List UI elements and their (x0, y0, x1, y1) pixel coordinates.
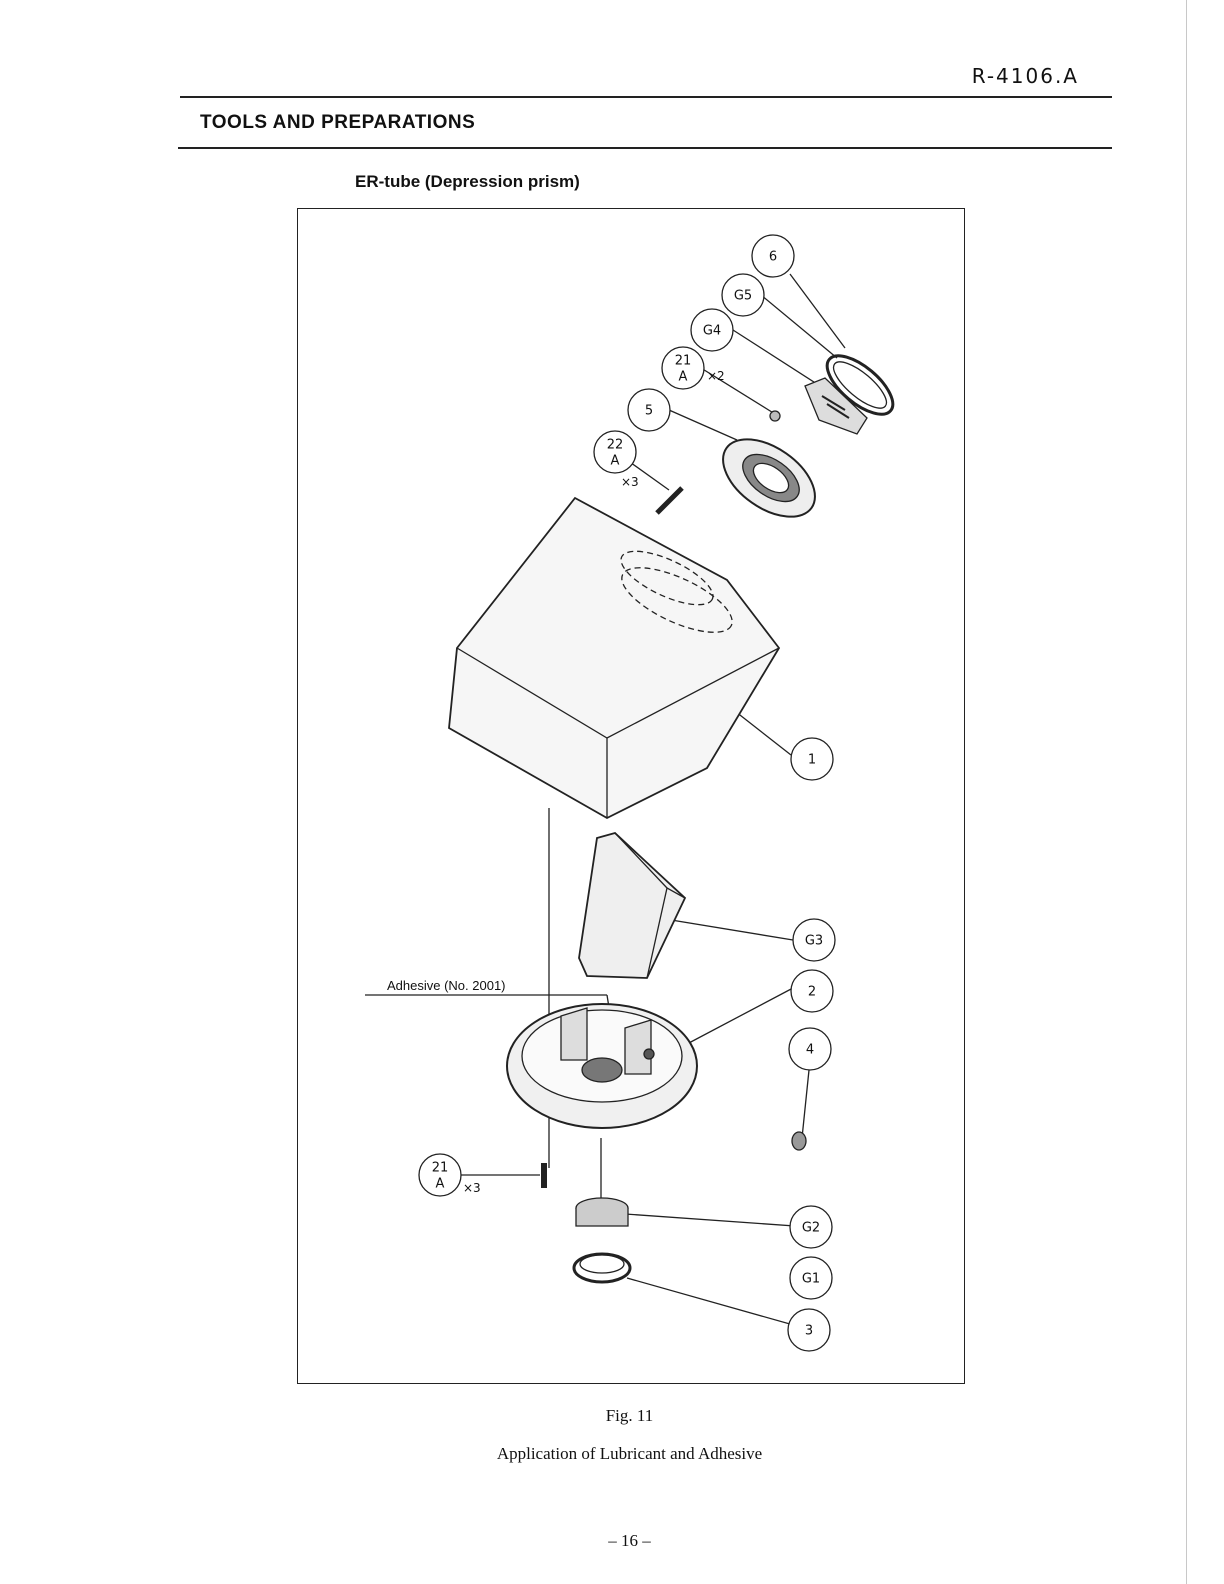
callout-g5: G5 (722, 274, 764, 316)
callout-2: 2 (791, 970, 833, 1012)
svg-text:4: 4 (806, 1043, 814, 1058)
callout-g4: G4 (691, 309, 733, 351)
svg-text:2: 2 (808, 985, 816, 1000)
svg-text:22: 22 (607, 438, 624, 453)
callout-6: 6 (752, 235, 794, 277)
svg-text:5: 5 (645, 404, 653, 419)
svg-text:G2: G2 (802, 1221, 820, 1236)
flange-5 (709, 424, 829, 533)
callout-21a-top: 21 A ×2 (662, 347, 725, 389)
section-title: TOOLS AND PREPARATIONS (200, 112, 475, 134)
callout-22a: 22 A ×3 (594, 431, 639, 489)
svg-text:G1: G1 (802, 1272, 820, 1287)
figure-number: Fig. 11 (0, 1406, 1224, 1426)
exploded-view-diagram: 6 G5 G4 21 A ×2 5 22 A ×3 1 (297, 208, 965, 1384)
figure-subtitle: ER-tube (Depression prism) (355, 172, 580, 192)
svg-text:6: 6 (769, 250, 777, 265)
pad-g2 (576, 1198, 628, 1226)
callout-5: 5 (628, 389, 670, 431)
svg-text:×3: ×3 (621, 475, 639, 489)
svg-text:×3: ×3 (463, 1181, 481, 1195)
svg-text:×2: ×2 (707, 369, 725, 383)
header-rule-bottom (178, 147, 1112, 149)
svg-text:A: A (436, 1177, 445, 1192)
callout-g3: G3 (793, 919, 835, 961)
svg-text:A: A (679, 370, 688, 385)
svg-text:1: 1 (808, 753, 816, 768)
page-number: – 16 – (0, 1531, 1224, 1551)
svg-text:G4: G4 (703, 324, 721, 339)
page-edge-line (1186, 0, 1187, 1584)
callout-g2: G2 (790, 1206, 832, 1248)
callout-4: 4 (789, 1028, 831, 1070)
figure-caption: Application of Lubricant and Adhesive (0, 1444, 1224, 1464)
base-ring-2 (507, 1004, 697, 1128)
svg-text:G3: G3 (805, 934, 823, 949)
callout-g1: G1 (790, 1257, 832, 1299)
adhesive-label: Adhesive (No. 2001) (387, 978, 506, 993)
prism-g3 (579, 833, 685, 978)
svg-text:21: 21 (432, 1161, 449, 1176)
screw-4 (792, 1132, 806, 1150)
document-code: R-4106.A (972, 64, 1079, 88)
callout-1: 1 (791, 738, 833, 780)
svg-text:3: 3 (805, 1324, 813, 1339)
screw-21a-top (770, 411, 780, 421)
svg-text:G5: G5 (734, 289, 752, 304)
svg-text:A: A (611, 454, 620, 469)
screw-22a (657, 488, 682, 513)
svg-text:21: 21 (675, 354, 692, 369)
housing-1 (449, 498, 779, 818)
callout-3: 3 (788, 1309, 830, 1351)
ring-3 (574, 1254, 630, 1282)
header-rule-top (180, 96, 1112, 98)
